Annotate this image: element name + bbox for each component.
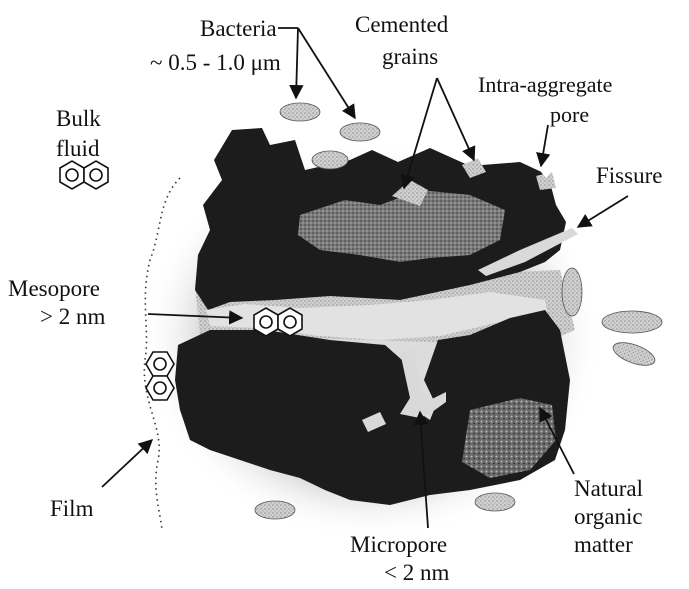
bacterium-8 [475,493,515,511]
label-nom-3: matter [574,532,633,557]
label-micropore-1: Micropore [350,532,447,557]
label-cemented-1: Cemented [355,12,449,37]
label-bulk-1: Bulk [56,106,101,131]
arrow-bacteria-1 [296,28,298,98]
label-mesopore-1: Mesopore [8,276,100,301]
bacterium-3 [312,151,348,169]
bacterium-7 [255,501,295,519]
label-mesopore-2: > 2 nm [40,304,105,329]
arrow-film [102,440,152,487]
arrow-fissure [578,196,628,227]
bacterium-1 [280,103,320,121]
label-bulk-2: fluid [56,136,100,161]
arrow-cemented-2 [437,78,474,160]
label-micropore-2: < 2 nm [384,560,449,585]
label-nom-2: organic [574,504,643,529]
label-nom-1: Natural [574,476,643,501]
bacterium-5 [602,311,662,333]
label-bacteria: Bacteria [200,16,277,41]
label-fissure: Fissure [596,163,662,188]
arrow-intra-pore [541,125,548,166]
label-film: Film [50,496,94,521]
label-cemented-2: grains [382,44,438,69]
label-bacteria-size: ~ 0.5 - 1.0 μm [150,50,281,75]
bacterium-4 [562,268,582,316]
bacterium-2 [340,123,380,141]
naphthalene-molecule-icon [60,161,108,189]
label-intra-2: pore [550,102,589,127]
label-intra-1: Intra-aggregate [478,72,612,97]
bacterium-6 [610,338,658,370]
